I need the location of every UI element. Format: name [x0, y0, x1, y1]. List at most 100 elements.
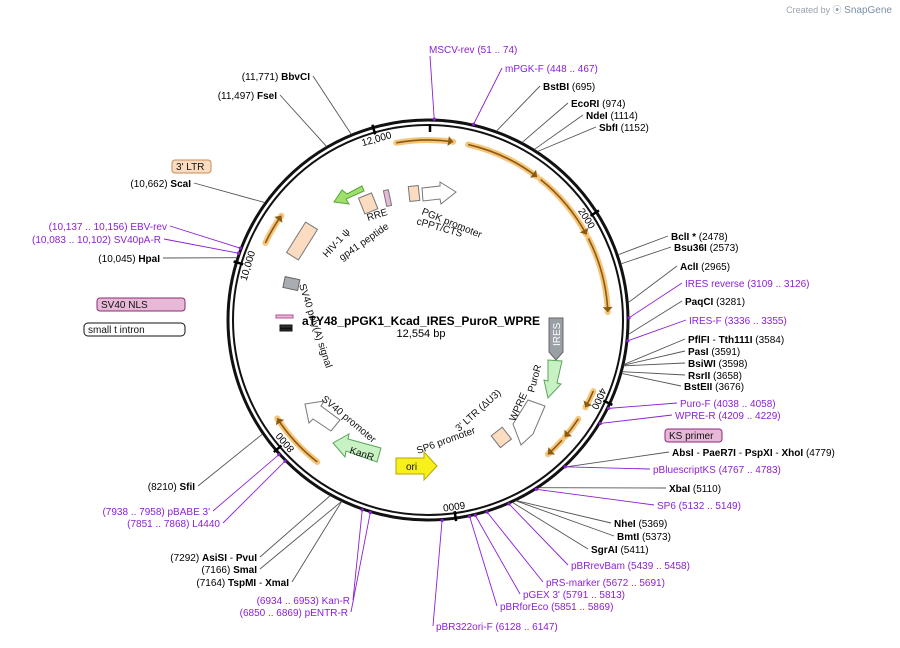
pgk-promoter-arrow-shape[interactable]: [422, 182, 456, 204]
enzyme-ecori[interactable]: EcoRI (974): [571, 99, 625, 110]
enzyme-fsei[interactable]: (11,497) FseI: [218, 91, 278, 102]
enzyme-bstbi[interactable]: BstBI (695): [543, 82, 595, 93]
primer-l4440-connector: [223, 461, 285, 523]
primer-kanr[interactable]: (6934 .. 6953) Kan-R: [257, 596, 350, 607]
primer-mscvrev[interactable]: MSCV-rev (51 .. 74): [429, 45, 517, 56]
enzyme-bsteii[interactable]: BstEII (3676): [684, 382, 744, 393]
three-ltr-upper-shape[interactable]: [287, 222, 318, 260]
enzyme-bmti[interactable]: BmtI (5373): [617, 532, 671, 543]
enzyme-asisi-sep: -: [227, 553, 236, 564]
enzyme-sfii-pos: (8210): [148, 482, 180, 493]
rre-shape[interactable]: [383, 190, 391, 207]
sv40-nls-label: SV40 NLS: [101, 300, 148, 311]
enzyme-fsei-name: FseI: [257, 91, 277, 102]
enzyme-asisi-connector: [260, 496, 330, 557]
enzyme-paqci[interactable]: PaqCI (3281): [685, 297, 745, 308]
primer-sv40par[interactable]: (10,083 .. 10,102) SV40pA-R: [32, 235, 161, 246]
enzyme-pflfi[interactable]: PflFI - Tth111I (3584): [688, 335, 784, 346]
primer-purof[interactable]: Puro-F (4038 .. 4058): [680, 399, 776, 410]
primer-pbrrevbam-pos: (5439 .. 5458): [625, 561, 690, 572]
primer-prsmarker[interactable]: pRS-marker (5672 .. 5691): [546, 578, 665, 589]
enzyme-bsteii-connector: [622, 373, 681, 386]
enzyme-absi-name: AbsI: [672, 448, 694, 459]
small-t-intron-shape-2[interactable]: [280, 329, 292, 331]
enzyme-nhei-connector: [516, 501, 611, 523]
primer-pbabe3[interactable]: (7938 .. 7958) pBABE 3': [102, 507, 210, 518]
primer-pbrforeco[interactable]: pBRforEco (5851 .. 5869): [500, 602, 613, 613]
primer-iresf[interactable]: IRES-F (3336 .. 3355): [689, 316, 787, 327]
enzyme-xbai-pos: (5110): [690, 484, 721, 495]
primer-pgex3[interactable]: pGEX 3' (5791 .. 5813): [523, 590, 625, 601]
primer-wprer[interactable]: WPRE-R (4209 .. 4229): [675, 411, 781, 422]
tick-label-12000: 12,000: [360, 130, 393, 149]
enzyme-acli[interactable]: AclI (2965): [680, 262, 730, 273]
enzyme-bsu36i[interactable]: Bsu36I (2573): [674, 243, 738, 254]
enzyme-bsiwi[interactable]: BsiWI (3598): [688, 359, 747, 370]
enzyme-sbfi-connector: [538, 127, 596, 151]
small-t-intron-shape[interactable]: [280, 325, 292, 328]
enzyme-absi[interactable]: AbsI - PaeR7I - PspXI - XhoI (4779): [672, 448, 835, 459]
enzyme-sbfi-pos: (1152): [618, 123, 649, 134]
enzyme-tspmi-sep: -: [256, 578, 265, 589]
enzyme-pasi-pos: (3591): [709, 347, 741, 358]
enzyme-rsrii[interactable]: RsrII (3658): [688, 371, 742, 382]
primer-mpgkf-dot: [472, 123, 475, 126]
primer-mpgkf-pos: (448 .. 467): [544, 64, 598, 75]
primer-pbr322orif[interactable]: pBR322ori-F (6128 .. 6147): [436, 622, 558, 633]
enzyme-tspmi[interactable]: (7164) TspMI - XmaI: [196, 578, 289, 589]
primer-iresf-name: IRES-F: [689, 316, 722, 327]
enzyme-sbfi[interactable]: SbfI (1152): [599, 123, 649, 134]
enzyme-pasi[interactable]: PasI (3591): [688, 347, 740, 358]
plasmid-name: aTY48_pPGK1_Kcad_IRES_PuroR_WPRE: [302, 314, 540, 328]
enzyme-pflfi-name2: Tth111I: [719, 335, 753, 346]
enzyme-sfii[interactable]: (8210) SfiI: [148, 482, 195, 493]
primer-iresreverse[interactable]: IRES reverse (3109 .. 3126): [685, 279, 810, 290]
primer-l4440-dot: [283, 460, 286, 463]
primer-sp6[interactable]: SP6 (5132 .. 5149): [657, 501, 741, 512]
enzyme-bcli[interactable]: BclI * (2478): [671, 232, 728, 243]
primer-pbrrevbam-name: pBRrevBam: [571, 561, 625, 572]
enzyme-sgrai[interactable]: SgrAI (5411): [591, 545, 649, 556]
primer-pentrr[interactable]: (6850 .. 6869) pENTR-R: [240, 608, 348, 619]
primer-pbrforeco-pos: (5851 .. 5869): [548, 602, 613, 613]
primer-ebvrev[interactable]: (10,137 .. 10,156) EBV-rev: [49, 222, 167, 233]
enzyme-smai[interactable]: (7166) SmaI: [201, 565, 257, 576]
enzyme-pflfi-connector: [624, 339, 685, 364]
enzyme-tspmi-connector: [292, 502, 342, 582]
enzyme-nhei[interactable]: NheI (5369): [614, 519, 667, 530]
primer-wprer-dot: [599, 422, 602, 425]
primer-sv40par-pos: (10,083 .. 10,102): [32, 235, 114, 246]
enzyme-ndei[interactable]: NdeI (1114): [586, 111, 638, 122]
three-ltr-inner-shape[interactable]: [491, 427, 511, 447]
cppt-cts-shape[interactable]: [408, 186, 420, 202]
enzyme-asisi-name2: PvuI: [236, 553, 257, 564]
enzyme-pasi-name: PasI: [688, 347, 709, 358]
enzyme-bsteii-name: BstEII: [684, 382, 713, 393]
primer-ebvrev-dot: [239, 247, 242, 250]
enzyme-pflfi-pos: (3584): [752, 335, 784, 346]
primer-pentrr-pos: (6850 .. 6869): [240, 608, 305, 619]
snapgene-icon: ⦿: [833, 5, 842, 15]
puror-arrow-shape[interactable]: [544, 360, 562, 398]
enzyme-hpai-pos: (10,045): [98, 254, 138, 265]
enzyme-bbvci[interactable]: (11,771) BbvCI: [242, 72, 310, 83]
primer-mpgkf[interactable]: mPGK-F (448 .. 467): [505, 64, 598, 75]
enzyme-acli-connector: [628, 266, 677, 303]
enzyme-pflfi-name: PflFI: [688, 335, 710, 346]
primer-purof-dot: [607, 407, 610, 410]
enzyme-scai[interactable]: (10,662) ScaI: [130, 179, 191, 190]
enzyme-sgrai-pos: (5411): [618, 545, 649, 556]
primer-pbabe3-dot: [277, 453, 280, 456]
sv40-nls-shape[interactable]: [276, 315, 293, 318]
enzyme-rsrii-name: RsrII: [688, 371, 710, 382]
primer-pbrrevbam[interactable]: pBRrevBam (5439 .. 5458): [571, 561, 690, 572]
enzyme-xbai[interactable]: XbaI (5110): [669, 484, 721, 495]
enzyme-hpai[interactable]: (10,045) HpaI: [98, 254, 160, 265]
ori-label: ori: [406, 462, 417, 473]
primer-mscvrev-connector: [430, 56, 434, 119]
enzyme-bmti-name: BmtI: [617, 532, 639, 543]
primer-l4440[interactable]: (7851 .. 7868) L4440: [127, 519, 220, 530]
primer-ebvrev-name: EBV-rev: [130, 222, 167, 233]
primer-pbluescriptks[interactable]: pBluescriptKS (4767 .. 4783): [653, 465, 781, 476]
enzyme-asisi[interactable]: (7292) AsiSI - PvuI: [170, 553, 257, 564]
